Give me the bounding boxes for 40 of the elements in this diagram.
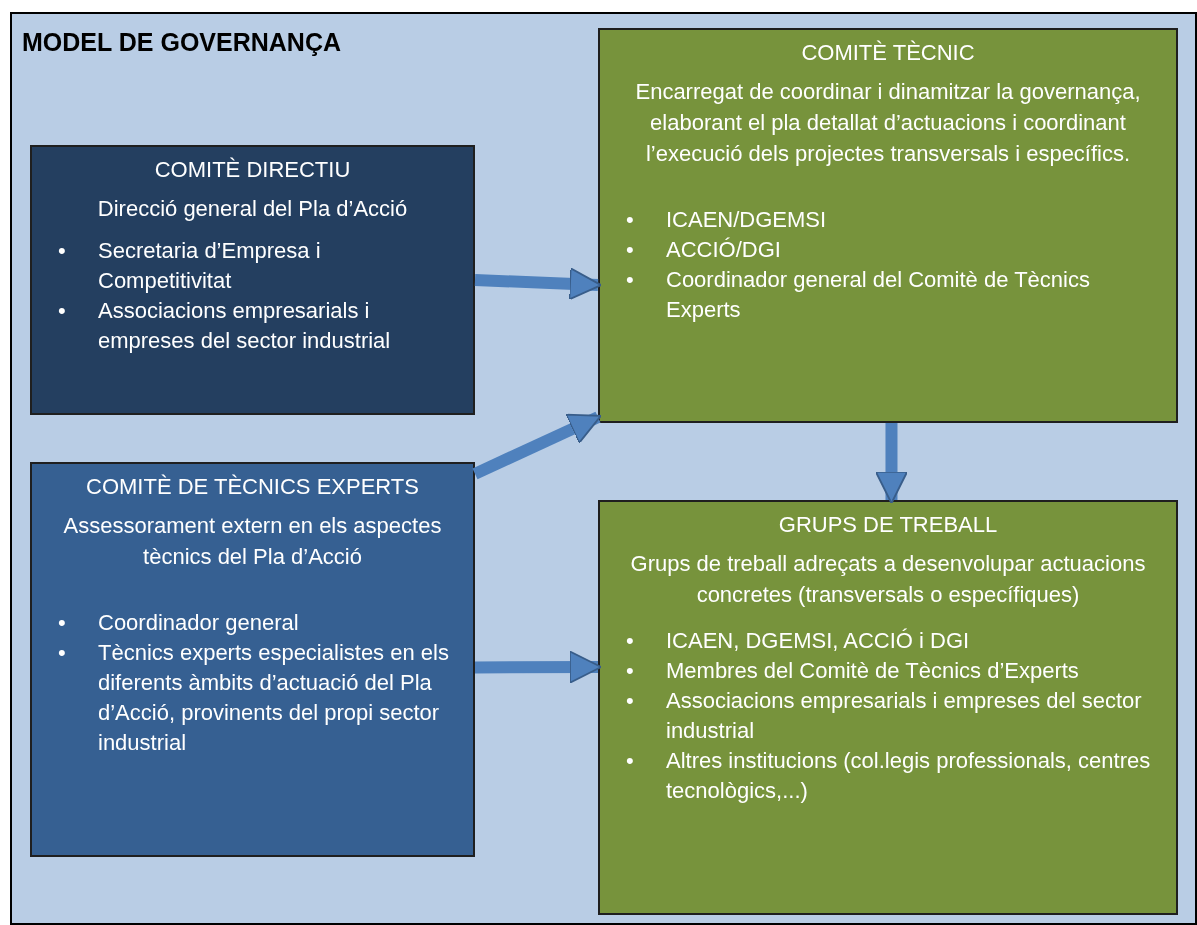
bullet-item: Associacions empresarials i empreses del sector industrial: [98, 297, 392, 355]
committee-box: [30, 462, 475, 857]
box-description: Assessorament extern en els aspectes tècnics del Pla d’Acció: [62, 512, 443, 571]
bullet-marker: •: [626, 236, 635, 264]
bullet-marker: •: [58, 609, 67, 637]
frame-panel: [10, 12, 1197, 925]
bullet-marker: •: [58, 297, 67, 325]
committee-box: [598, 500, 1178, 915]
block-arrow: [472, 411, 602, 480]
box-description: Direcció general del Pla d’Acció: [96, 195, 409, 223]
bullet-marker: •: [626, 627, 635, 655]
bullet-item: Associacions empresarials i empreses del sector industrial: [666, 687, 1143, 745]
bullet-item: ICAEN/DGEMSI: [666, 206, 827, 234]
bullet-item: Tècnics experts especialistes en els diferents àmbits d’actuació del Pla d’Acció, provinents del propi sector industrial: [98, 639, 450, 757]
frame-heading: MODEL DE GOVERNANÇA: [22, 27, 341, 58]
box-heading: COMITÈ DIRECTIU: [153, 156, 352, 184]
bullet-item: ACCIÓ/DGI: [666, 236, 781, 264]
bullet-marker: •: [626, 747, 635, 775]
bullet-marker: •: [58, 639, 67, 667]
box-description: Grups de treball adreçats a desenvolupar actuacions concretes (transversals o específiques): [629, 550, 1147, 609]
bullet-item: Membres del Comitè de Tècnics d’Experts: [666, 657, 1079, 685]
bullet-item: ICAEN, DGEMSI, ACCIÓ i DGI: [666, 627, 970, 655]
bullet-item: Secretaria d’Empresa i Competitivitat: [98, 237, 322, 295]
bullet-item: Coordinador general del Comitè de Tècnics Experts: [666, 266, 1091, 324]
block-arrow: [874, 423, 908, 505]
bullet-item: Altres institucions (col.legis professionals, centres tecnològics,...): [666, 747, 1152, 805]
bullet-marker: •: [626, 206, 635, 234]
committee-box: [30, 145, 475, 415]
block-arrow: [474, 650, 603, 684]
block-arrow: [474, 267, 603, 301]
box-heading: COMITÈ TÈCNIC: [800, 39, 976, 67]
box-description: Encarregat de coordinar i dinamitzar la governança, elaborant el pla detallat d’actuacions i coordinant l’execució dels projectes transversals i específics.: [634, 78, 1142, 168]
bullet-marker: •: [626, 687, 635, 715]
bullet-marker: •: [626, 657, 635, 685]
committee-box: [598, 28, 1178, 423]
box-heading: COMITÈ DE TÈCNICS EXPERTS: [85, 473, 420, 501]
bullet-marker: •: [626, 266, 635, 294]
box-heading: GRUPS DE TREBALL: [777, 511, 999, 539]
bullet-marker: •: [58, 237, 67, 265]
bullet-item: Coordinador general: [98, 609, 299, 637]
